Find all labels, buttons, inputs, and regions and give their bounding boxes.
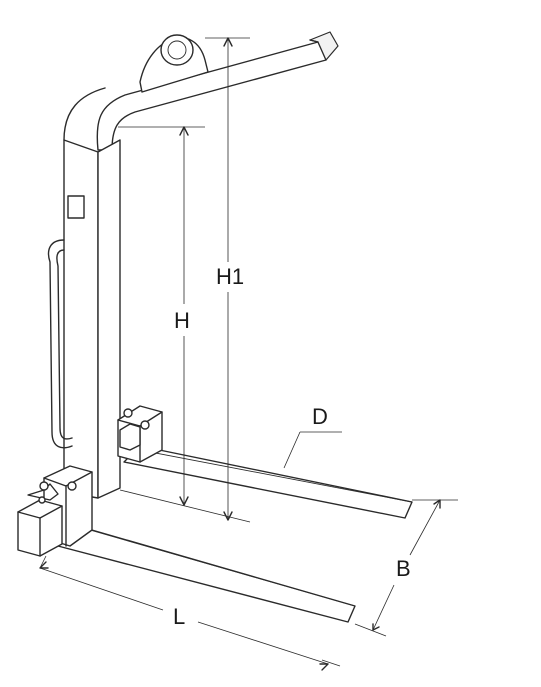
vertical-mast <box>63 87 121 499</box>
label-l: L <box>173 604 185 629</box>
front-fork <box>57 525 356 623</box>
rear-fork <box>123 445 413 519</box>
lifting-eye <box>139 34 209 93</box>
handle <box>47 239 73 449</box>
label-h1: H1 <box>216 264 244 289</box>
label-b: B <box>396 556 411 581</box>
dimension-l <box>39 555 341 671</box>
label-d: D <box>312 404 328 429</box>
dimension-h <box>118 126 205 506</box>
dimension-d <box>283 431 342 469</box>
rear-clamp <box>117 405 163 463</box>
front-clamp <box>17 465 93 557</box>
label-h: H <box>174 308 190 333</box>
dimension-b <box>354 499 458 637</box>
dimension-h1 <box>119 37 251 523</box>
top-arm <box>96 31 339 151</box>
